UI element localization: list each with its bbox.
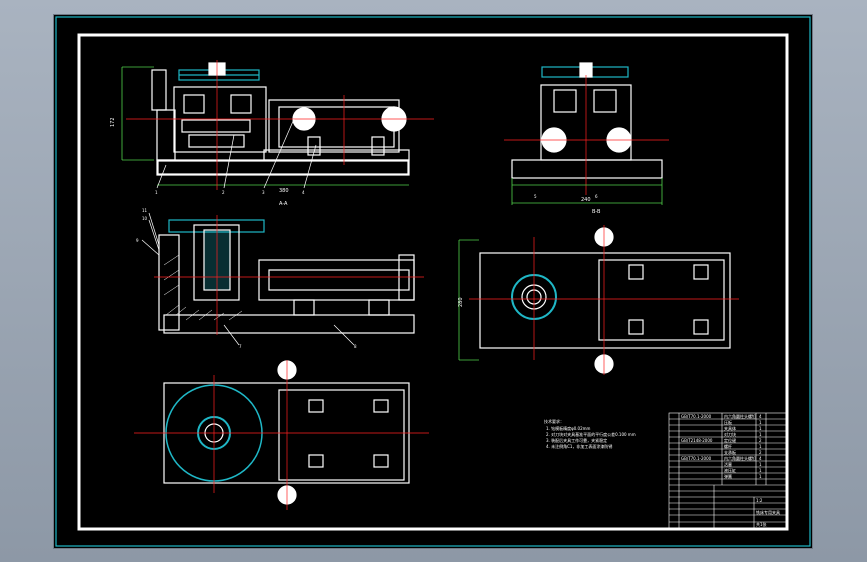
sheet-inner-border: [77, 33, 789, 531]
callout-7: 7: [239, 344, 242, 349]
top-dimensions: [458, 239, 479, 361]
tb-row-3-qty: 1: [759, 426, 762, 431]
bottom-view[interactable]: [163, 360, 410, 505]
callout-11: 11: [142, 208, 148, 213]
callout-9: 9: [136, 238, 139, 243]
tb-row-1-code: GB/T70.1-2000: [681, 414, 712, 419]
tech-requirements: 技术要求： 1. 钻模板精度φ0.02mm 2. 对刀块对夹具基准平面的平行度公…: [544, 418, 636, 449]
tb-row-8-name: 内六角圆柱头螺钉: [724, 455, 756, 461]
top-view[interactable]: [479, 227, 731, 374]
section-callout-lines: [141, 212, 355, 346]
tb-row-7-qty: 2: [759, 450, 762, 455]
dim-front-width: 380: [279, 188, 289, 194]
tb-row-11-qty: 1: [759, 474, 762, 479]
tech-line-4: 4. 未注倒角C1，非加工表面涂漆防锈: [546, 443, 612, 449]
callout-1: 1: [155, 190, 158, 195]
label-a-a: A-A: [279, 201, 288, 207]
top-centerlines: [469, 225, 739, 375]
callout-2: 2: [222, 190, 225, 195]
tech-line-2: 2. 对刀块对夹具基准平面的平行度公差0.100 mm: [546, 431, 636, 437]
tb-row-10-name: 液压缸: [724, 467, 736, 473]
callout-6: 6: [595, 194, 598, 199]
callout-4: 4: [302, 190, 305, 195]
tb-row-6-qty: 1: [759, 444, 762, 449]
tb-row-9-qty: 1: [759, 462, 762, 467]
tb-row-5-name: 定位键: [724, 437, 736, 443]
label-b-b: B-B: [592, 209, 601, 215]
tb-row-4-name: 对刀块: [724, 431, 736, 437]
callout-8: 8: [354, 344, 357, 349]
section-centerlines: [154, 215, 424, 335]
tb-row-2-qty: 1: [759, 420, 762, 425]
side-centerlines: [504, 75, 669, 195]
section-view[interactable]: [158, 219, 415, 334]
callout-10: 10: [142, 216, 148, 221]
tb-row-1-name: 内六角圆柱头螺钉: [724, 413, 756, 419]
sheet-outer-border: [55, 16, 811, 547]
dim-side-width: 240: [581, 197, 591, 203]
tech-line-1: 1. 钻模板精度φ0.02mm: [546, 425, 591, 431]
tb-drawing-name: 铣床专用夹具: [756, 509, 780, 515]
tb-row-9-name: 活塞: [724, 461, 732, 467]
front-centerlines: [126, 60, 434, 190]
tb-row-8-code: GB/T70.1-2000: [681, 456, 712, 461]
side-dimensions: [511, 178, 663, 205]
front-callout-lines: [156, 118, 317, 189]
tb-row-6-name: 螺杆: [724, 443, 732, 449]
tech-title: 技术要求：: [544, 418, 564, 424]
tb-row-5-qty: 2: [759, 438, 762, 443]
bottom-centerlines: [134, 360, 429, 510]
title-block-text: GB/T70.1-2000 内六角圆柱头螺钉 4 压板 1 夹具体 1 对刀块 …: [681, 413, 780, 527]
title-block[interactable]: [668, 412, 788, 530]
drawing-sheet: 172 380 1 2 3 4 A-A 240 5 6 B-B: [55, 16, 811, 547]
tb-row-1-qty: 4: [759, 414, 762, 419]
side-view[interactable]: [511, 62, 663, 179]
tb-row-5-code: GB/T2148-2000: [681, 438, 713, 443]
tb-sheet: 共1张: [756, 521, 767, 527]
dim-top-height: 280: [458, 297, 464, 307]
tb-row-10-qty: 1: [759, 468, 762, 473]
tb-scale: 1:2: [756, 498, 763, 503]
cad-viewport[interactable]: 172 380 1 2 3 4 A-A 240 5 6 B-B: [54, 15, 812, 548]
tb-row-4-qty: 1: [759, 432, 762, 437]
callout-3: 3: [262, 190, 265, 195]
tb-row-11-name: 弹簧: [724, 473, 732, 479]
tb-row-7-name: 支承板: [724, 449, 736, 455]
front-dimensions: [121, 66, 409, 186]
tb-row-8-qty: 4: [759, 456, 762, 461]
dim-front-height: 172: [110, 117, 116, 127]
callout-5: 5: [534, 194, 537, 199]
section-hatch: [163, 254, 243, 321]
tb-row-3-name: 夹具体: [724, 425, 736, 431]
tech-line-3: 3. 装配后夹具工作可靠，夹紧稳定: [546, 437, 607, 443]
tb-row-2-name: 压板: [724, 419, 732, 425]
